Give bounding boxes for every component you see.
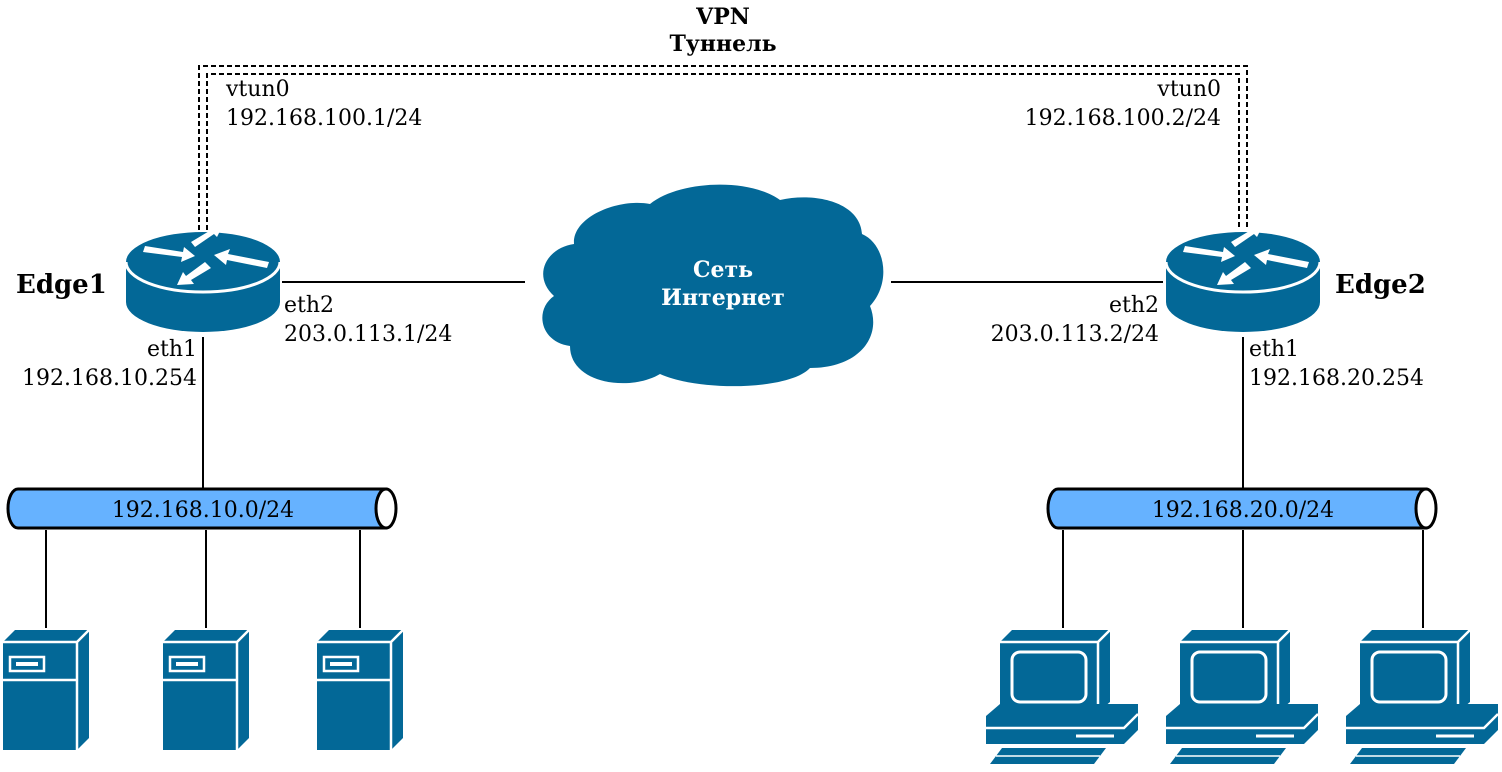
edge1-wan-ip: 203.0.113.1/24 (284, 322, 452, 347)
subnet-bus-right (1046, 487, 1438, 530)
edge2-vtun-if: vtun0 (1156, 77, 1221, 102)
server-icon[interactable] (315, 628, 405, 752)
edge2-wan-ip: 203.0.113.2/24 (991, 322, 1159, 347)
workstation-icon[interactable] (1344, 628, 1500, 766)
edge2-name: Edge2 (1335, 270, 1426, 300)
cloud-label-line1: Сеть (693, 257, 753, 283)
edge2-vtun-ip: 192.168.100.2/24 (1025, 106, 1221, 131)
router-icon[interactable] (1164, 223, 1322, 334)
edge2-wan-if: eth2 (1109, 293, 1159, 318)
subnet-bus-left (6, 487, 398, 530)
edge1-name: Edge1 (16, 270, 107, 300)
edge1-vtun-ip: 192.168.100.1/24 (226, 106, 422, 131)
edge2-lan-ip: 192.168.20.254 (1249, 366, 1424, 391)
server-icon[interactable] (161, 628, 251, 752)
workstation-icon[interactable] (984, 628, 1140, 766)
vpn-tunnel-line (198, 65, 1248, 230)
subnet-right-label: 192.168.20.0/24 (1152, 498, 1334, 523)
server-icon[interactable] (1, 628, 91, 752)
vpn-label: VPN (695, 4, 750, 30)
edge1-lan-ip: 192.168.10.254 (22, 366, 197, 391)
workstation-icon[interactable] (1164, 628, 1320, 766)
edge1-vtun-if: vtun0 (225, 77, 290, 102)
edge1-wan-if: eth2 (284, 293, 334, 318)
edge2-lan-if: eth1 (1249, 337, 1299, 362)
cloud-label-line2: Интернет (661, 285, 785, 311)
vpn-tunnel-label: Туннель (669, 31, 776, 57)
router-icon[interactable] (124, 223, 282, 334)
subnet-left-label: 192.168.10.0/24 (112, 498, 294, 523)
edge1-lan-if: eth1 (147, 337, 197, 362)
